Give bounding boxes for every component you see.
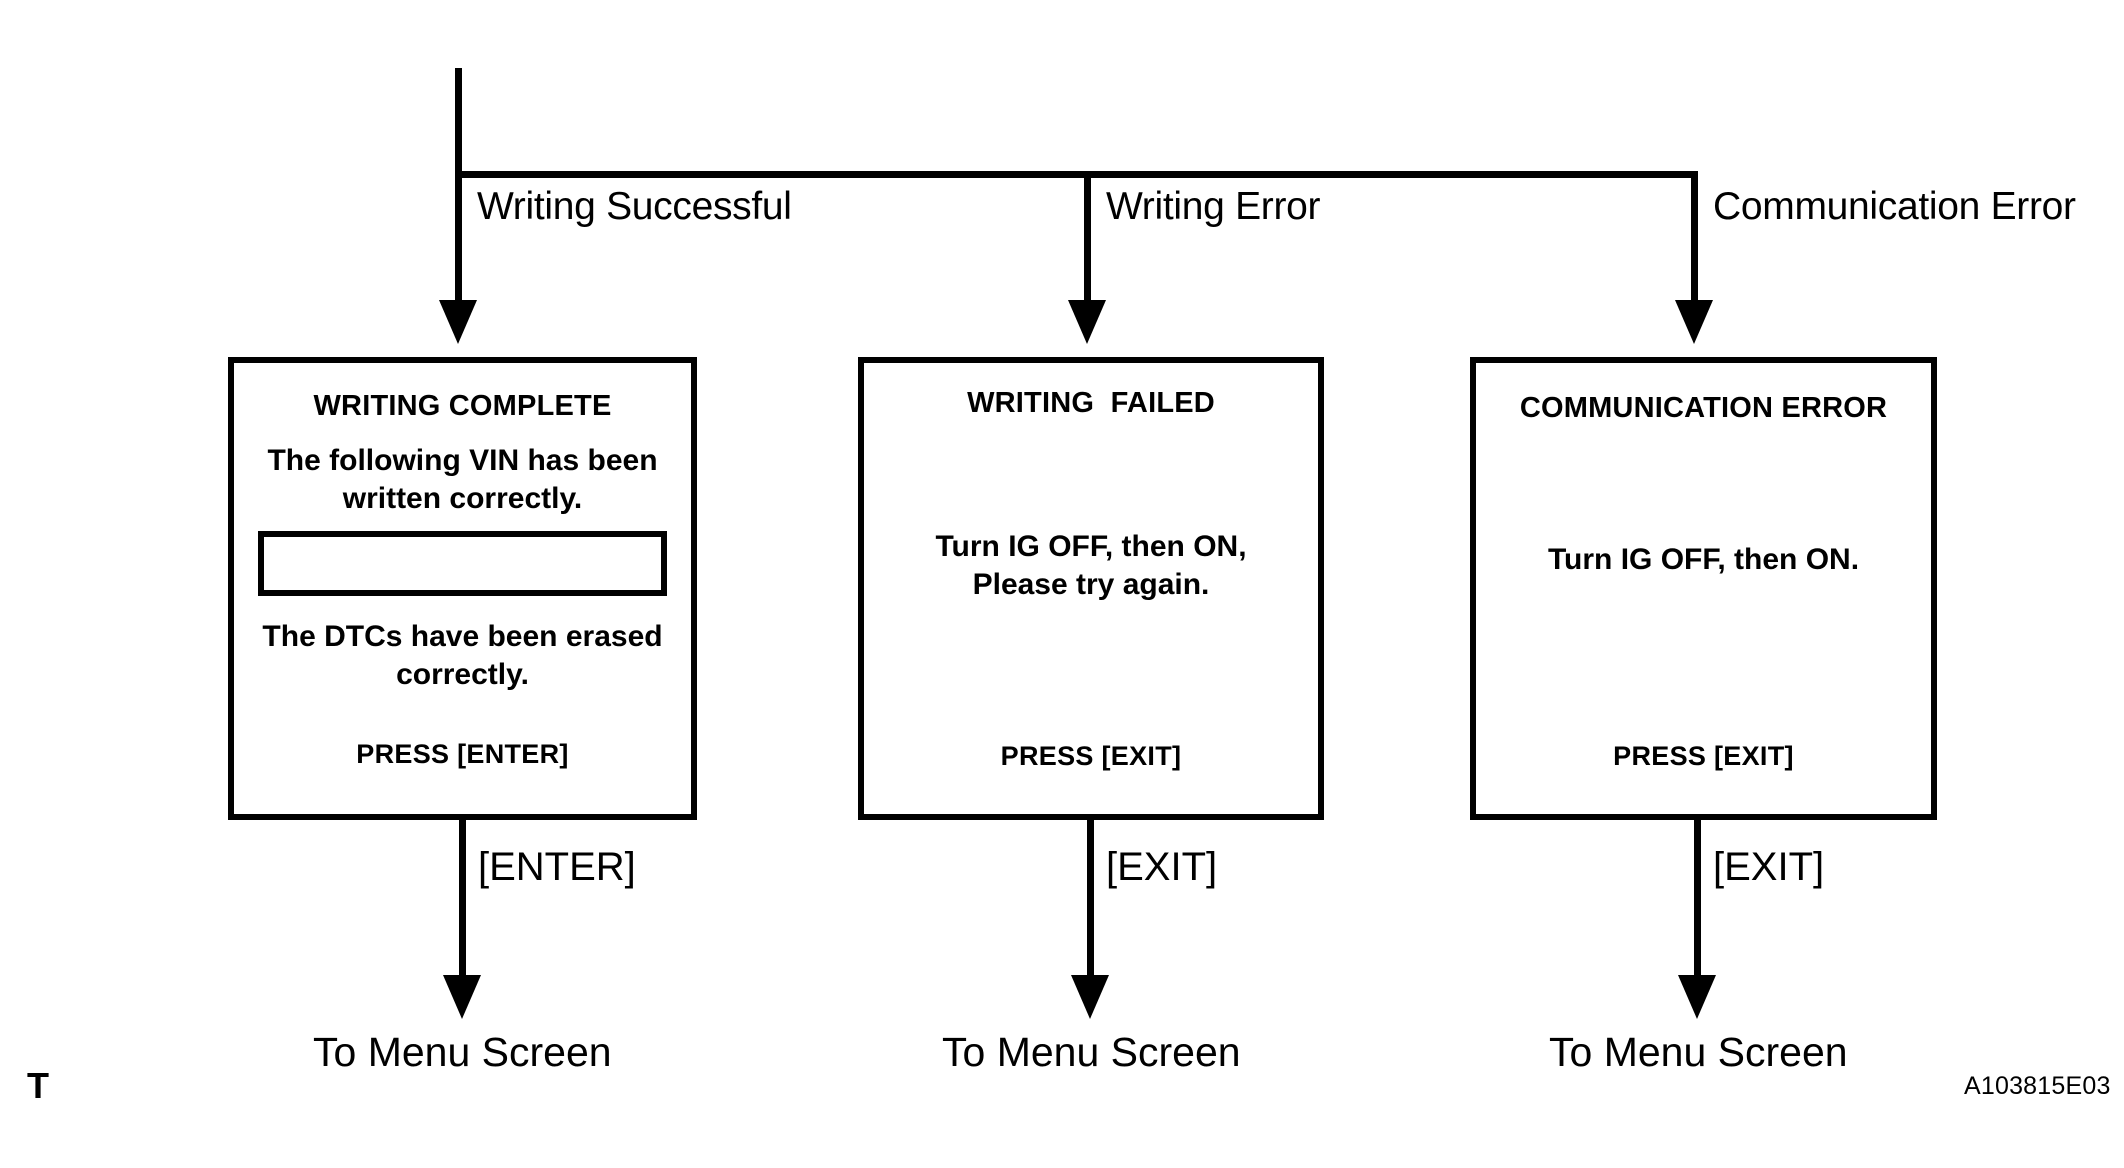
screen-body-writing-complete-bottom: The DTCs have been erased correctly. (242, 618, 683, 695)
trunk-vertical-line (455, 68, 462, 178)
branch-distributor-line (455, 171, 1698, 178)
branch-line-writing-error (1084, 171, 1091, 306)
branch-line-communication-error (1691, 171, 1698, 306)
figure-id-code: A103815E03 (1964, 1072, 2111, 1100)
screen-footer-press-exit: PRESS [EXIT] (1613, 741, 1794, 771)
key-label-exit-2: [EXIT] (1106, 845, 1218, 889)
screen-body-communication-error: Turn IG OFF, then ON. (1484, 541, 1923, 579)
screen-writing-complete-content: WRITING COMPLETE The following VIN has b… (234, 363, 691, 814)
branch-label-writing-error: Writing Error (1106, 185, 1321, 228)
screen-body-writing-complete-top: The following VIN has been written corre… (242, 442, 683, 519)
body-text-line-3: The DTCs have been erased (262, 620, 663, 653)
body-text-line-1: Turn IG OFF, then ON. (1547, 543, 1860, 576)
body-text-line-4: correctly. (396, 658, 529, 692)
arrowhead-to-communication-error (1675, 300, 1713, 344)
corner-mark-t: T (27, 1065, 49, 1106)
screen-title-communication-error: COMMUNICATION ERROR (1519, 392, 1888, 424)
screen-communication-error: COMMUNICATION ERROR Turn IG OFF, then ON… (1470, 357, 1937, 820)
key-label-enter: [ENTER] (478, 845, 636, 889)
arrowhead-to-menu-screen-2 (1071, 975, 1109, 1019)
terminal-to-menu-screen-2: To Menu Screen (942, 1029, 1241, 1075)
screen-writing-failed: WRITING FAILED Turn IG OFF, then ON, Ple… (858, 357, 1324, 820)
body-text-line-1: The following VIN has been (267, 444, 658, 477)
arrowhead-to-writing-failed (1068, 300, 1106, 344)
vin-display-field[interactable] (258, 531, 667, 596)
arrowhead-to-menu-screen-3 (1678, 975, 1716, 1019)
screen-writing-failed-content: WRITING FAILED Turn IG OFF, then ON, Ple… (864, 363, 1318, 814)
screen-title-writing-failed: WRITING FAILED (967, 387, 1215, 419)
branch-label-writing-successful: Writing Successful (477, 185, 792, 228)
body-text-line-1: Turn IG OFF, then ON, (935, 530, 1247, 563)
screen-writing-complete: WRITING COMPLETE The following VIN has b… (228, 357, 697, 820)
terminal-to-menu-screen-1: To Menu Screen (313, 1029, 612, 1075)
body-text-line-2: Please try again. (972, 568, 1210, 602)
screen-communication-error-content: COMMUNICATION ERROR Turn IG OFF, then ON… (1476, 363, 1931, 814)
arrowhead-to-menu-screen-1 (443, 975, 481, 1019)
branch-label-communication-error: Communication Error (1713, 185, 2076, 228)
exit-line-enter (459, 820, 466, 984)
screen-title-writing-complete: WRITING COMPLETE (313, 390, 612, 422)
screen-footer-press-exit: PRESS [EXIT] (1000, 741, 1182, 771)
terminal-to-menu-screen-3: To Menu Screen (1549, 1029, 1848, 1075)
screen-body-writing-failed: Turn IG OFF, then ON, Please try again. (872, 528, 1310, 605)
body-text-line-2: written correctly. (342, 482, 583, 516)
exit-line-exit-2 (1087, 820, 1094, 984)
branch-line-writing-successful (455, 171, 462, 306)
screen-footer-press-enter: PRESS [ENTER] (356, 739, 569, 769)
exit-line-exit-3 (1694, 820, 1701, 984)
key-label-exit-3: [EXIT] (1713, 845, 1825, 889)
arrowhead-to-writing-complete (439, 300, 477, 344)
